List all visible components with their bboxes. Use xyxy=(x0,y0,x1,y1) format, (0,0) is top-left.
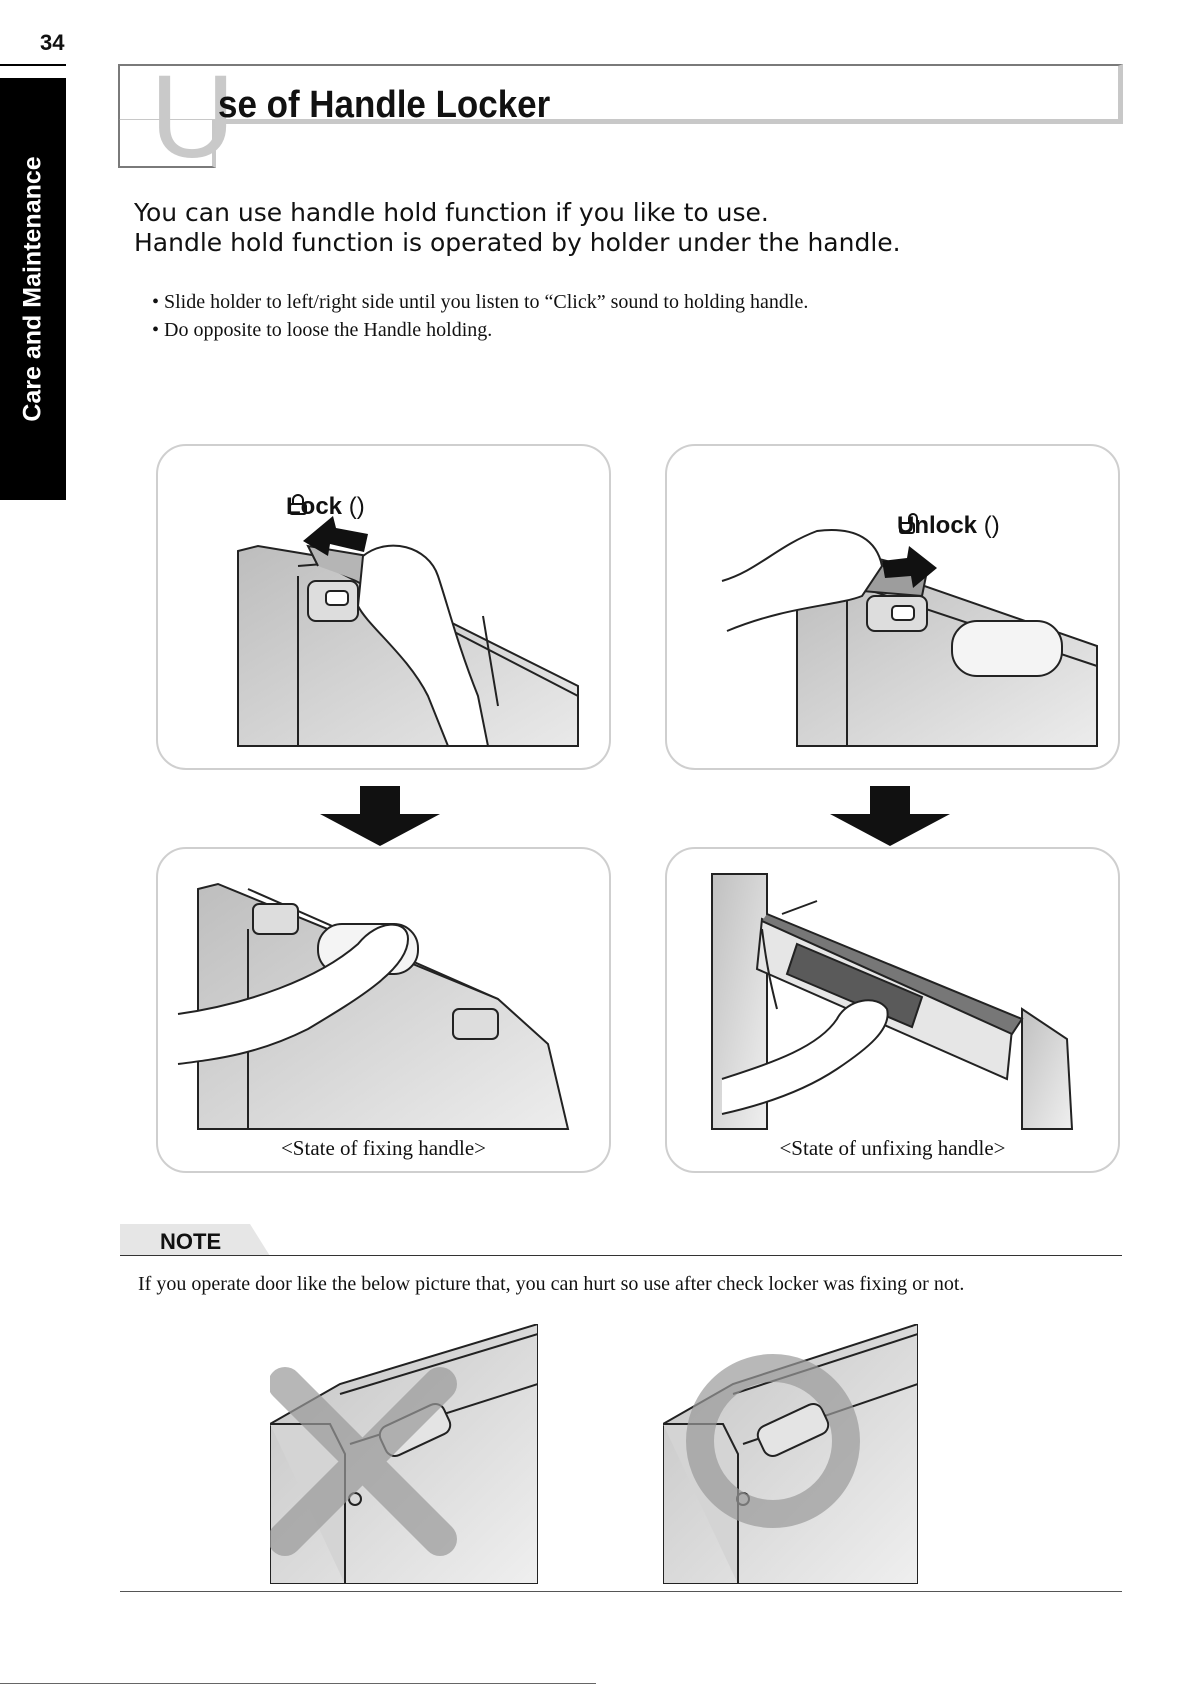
wrong-usage-illustration xyxy=(270,1324,538,1584)
note-text: If you operate door like the below pictu… xyxy=(138,1273,965,1295)
fixed-handle-panel: <State of fixing handle> xyxy=(156,847,611,1173)
unlock-illustration-panel: Unlock ( ) xyxy=(665,444,1120,770)
note-tab xyxy=(120,1224,270,1256)
correct-usage-illustration xyxy=(663,1324,918,1584)
fixed-handle-caption: <State of fixing handle> xyxy=(280,1136,487,1160)
intro-line-2: Handle hold function is operated by hold… xyxy=(134,228,901,257)
down-arrow-icon xyxy=(320,786,440,846)
unlock-illustration xyxy=(721,529,1098,747)
fixed-handle-illustration xyxy=(177,882,570,1130)
o-mark-icon xyxy=(686,1354,860,1528)
x-mark-icon xyxy=(270,1367,457,1556)
lock-illustration xyxy=(237,516,579,747)
title-initial-letter: U xyxy=(150,51,236,183)
page-number: 34 xyxy=(40,30,65,55)
note-rule xyxy=(120,1255,1122,1256)
bottom-rule xyxy=(120,1591,1122,1592)
unlock-label: Unlock xyxy=(897,512,978,539)
down-arrow-icon xyxy=(830,786,950,846)
section-side-tab: Care and Maintenance xyxy=(0,78,66,500)
footer-rule xyxy=(0,1683,596,1684)
note-label: NOTE xyxy=(160,1229,222,1254)
intro-line-1: You can use handle hold function if you … xyxy=(134,198,769,227)
section-side-tab-label: Care and Maintenance xyxy=(18,156,47,422)
lock-illustration-panel: Lock ( ) xyxy=(156,444,611,770)
lock-label: Lock xyxy=(286,493,343,520)
page-number-rule xyxy=(0,64,66,66)
unfixed-handle-panel: <State of unfixing handle> xyxy=(665,847,1120,1173)
instruction-bullet-1: • Slide holder to left/right side until … xyxy=(152,291,809,313)
title-box xyxy=(118,64,1123,124)
instruction-bullet-2: • Do opposite to loose the Handle holdin… xyxy=(152,319,493,341)
unfixed-handle-illustration xyxy=(711,873,1074,1130)
unfixed-handle-caption: <State of unfixing handle> xyxy=(779,1136,1006,1160)
page-title: se of Handle Locker xyxy=(218,84,551,126)
title-box-tail xyxy=(118,120,216,168)
